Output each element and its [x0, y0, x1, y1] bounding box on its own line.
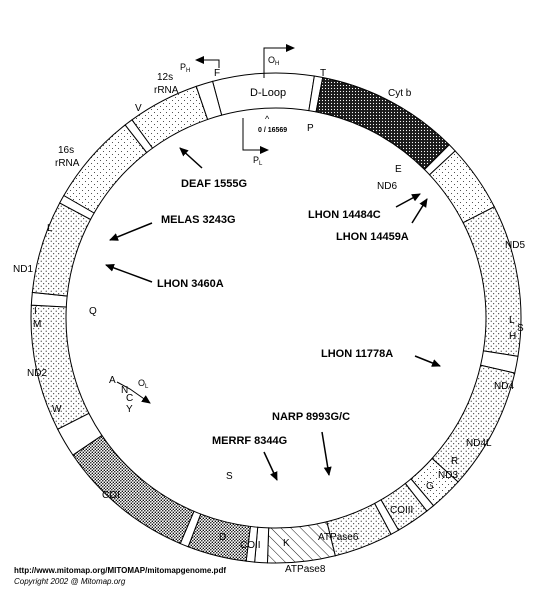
gene-label-coi: COI — [102, 490, 120, 501]
mutation-arrows — [105, 147, 441, 481]
trna-label-m: M — [33, 319, 41, 330]
trna-label-n: N — [121, 385, 128, 396]
gene-label-nd1: ND1 — [13, 264, 33, 275]
trna-label-h: H — [509, 331, 516, 342]
gene-label-12s-a: 12s — [157, 72, 173, 83]
mutation-label-lhon14459: LHON 14459A — [336, 231, 409, 243]
gene-labels: 12s rRNA 16s rRNA Cyt b ND6 ND5 ND4 ND4L… — [13, 72, 525, 575]
ring-segment-cytb — [315, 76, 450, 171]
narp-arrow — [321, 431, 332, 476]
genome-ring — [30, 72, 522, 564]
trna-label-w: W — [52, 404, 62, 415]
ring-segment-trna-f — [195, 80, 223, 121]
trna-label-g: G — [426, 481, 434, 492]
ph-label: PH — [180, 62, 190, 74]
trna-label-p: P — [307, 123, 314, 134]
merrf-arrow — [263, 451, 278, 481]
lhon14484-arrow — [395, 193, 421, 208]
lhon11778-arrow — [414, 355, 441, 367]
ol-label: OL — [138, 378, 149, 390]
ph-arrow — [195, 56, 220, 68]
mutation-labels: DEAF 1555G MELAS 3243G LHON 3460A LHON 1… — [157, 178, 409, 447]
mutation-label-lhon14484: LHON 14484C — [308, 209, 381, 221]
d-loop-label: D-Loop — [250, 87, 286, 99]
trna-labels: F T P E V L I M Q W A N C Y S D K G R L … — [33, 68, 524, 549]
ring-segment-coi — [72, 434, 195, 545]
trna-label-l-a: L — [47, 223, 53, 234]
pl-arrow — [242, 118, 269, 154]
trna-label-k: K — [283, 538, 290, 549]
pl-label: PL — [253, 155, 263, 167]
trna-label-i: I — [34, 306, 37, 317]
mutation-label-deaf: DEAF 1555G — [181, 178, 247, 190]
trna-label-t: T — [320, 68, 326, 79]
gene-label-nd5: ND5 — [505, 240, 525, 251]
trna-label-c: C — [126, 393, 133, 404]
trna-label-r: R — [451, 456, 458, 467]
oh-arrow — [263, 44, 295, 78]
gene-label-cytb: Cyt b — [388, 88, 412, 99]
source-url[interactable]: http://www.mitomap.org/MITOMAP/mitomapge… — [14, 566, 226, 575]
trna-label-f: F — [214, 68, 220, 79]
copyright-notice: Copyright 2002 @ Mitomap.org — [14, 577, 126, 586]
trna-label-s-b: S — [517, 323, 524, 334]
gene-label-nd3: ND3 — [438, 470, 458, 481]
trna-label-y: Y — [126, 404, 133, 415]
mutation-label-lhon11778: LHON 11778A — [321, 348, 393, 360]
trna-label-d: D — [219, 532, 226, 543]
oh-label: OH — [268, 55, 279, 67]
origin-caret: ^ — [265, 114, 270, 124]
mutation-label-melas: MELAS 3243G — [161, 214, 236, 226]
gene-label-atpase6: ATPase6 — [318, 532, 359, 543]
mutation-label-merrf: MERRF 8344G — [212, 435, 287, 447]
mutation-label-lhon3460: LHON 3460A — [157, 278, 224, 290]
ol-arrow — [116, 381, 151, 404]
promoter-arrows — [116, 44, 295, 404]
mutation-label-narp: NARP 8993G/C — [272, 411, 350, 423]
gene-label-nd6: ND6 — [377, 181, 397, 192]
lhon3460-arrow — [105, 264, 153, 283]
gene-label-nd4: ND4 — [494, 381, 514, 392]
trna-label-a: A — [109, 375, 116, 386]
gene-label-16s-a: 16s — [58, 145, 74, 156]
gene-label-coiii: COIII — [390, 505, 413, 516]
gene-label-atpase8: ATPase8 — [285, 564, 326, 575]
melas-arrow — [109, 222, 153, 241]
ring-segment-nd1 — [31, 202, 92, 297]
gene-label-nd4l: ND4L — [466, 438, 492, 449]
trna-label-e: E — [395, 164, 402, 175]
gene-label-coii: COII — [240, 540, 261, 551]
gene-label-16s-b: rRNA — [55, 158, 80, 169]
gene-label-12s-b: rRNA — [154, 85, 179, 96]
trna-label-q: Q — [89, 306, 97, 317]
lhon14459-arrow — [411, 198, 428, 224]
origin-label: 0 / 16569 — [258, 127, 287, 134]
trna-label-s-a: S — [226, 471, 233, 482]
trna-label-l-b: L — [509, 315, 515, 326]
deaf-arrow — [179, 147, 203, 169]
trna-label-v: V — [135, 103, 142, 114]
gene-label-nd2: ND2 — [27, 368, 47, 379]
